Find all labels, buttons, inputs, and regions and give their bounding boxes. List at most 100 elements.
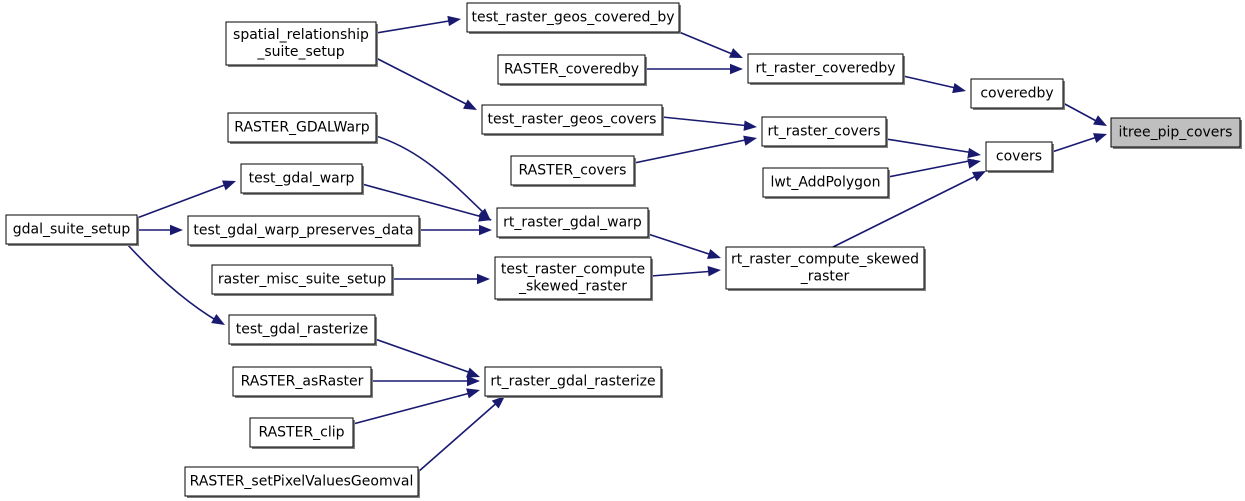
arrowhead [478,211,492,222]
arrowhead [730,63,743,75]
arrowhead [743,135,757,146]
node-box[interactable] [466,2,680,33]
call-edge [136,182,231,219]
edges-layer [126,19,1101,473]
graph-node-rt_raster_gdal_rasterize[interactable]: rt_raster_gdal_rasterize [484,366,663,398]
node-label: test_gdal_rasterize [236,322,368,338]
node-label: test_raster_geos_covered_by [471,10,674,26]
graph-node-test_gdal_warp_preserves_data[interactable]: test_gdal_warp_preserves_data [187,215,421,247]
graph-node-spatial_relationship_suite_setup[interactable]: spatial_relationship_suite_setup [225,21,378,67]
graph-node-RASTER_setPixelValuesGeomval[interactable]: RASTER_setPixelValuesGeomval [184,466,420,498]
node-box[interactable] [232,366,372,397]
node-box[interactable] [227,112,377,143]
node-label: _suite_setup [256,44,344,60]
graph-node-rt_raster_gdal_warp[interactable]: rt_raster_gdal_warp [496,207,650,239]
graph-node-test_gdal_warp[interactable]: test_gdal_warp [240,163,364,195]
arrowhead [967,147,981,159]
graph-node-test_raster_geos_covers[interactable]: test_raster_geos_covers [481,104,664,136]
node-box[interactable] [5,214,138,245]
node-label: lwt_AddPolygon [771,175,881,191]
graph-node-RASTER_covers[interactable]: RASTER_covers [510,155,636,187]
node-label: rt_raster_compute_skewed [731,252,919,268]
node-box[interactable] [187,215,420,246]
graph-node-itree_pip_covers[interactable]: itree_pip_covers [1110,117,1242,149]
node-label: coveredby [980,86,1053,102]
arrowhead [1093,133,1107,143]
node-label: test_gdal_warp_preserves_data [193,223,413,239]
node-box[interactable] [184,466,419,497]
graph-node-test_gdal_rasterize[interactable]: test_gdal_rasterize [228,314,377,346]
node-label: raster_misc_suite_setup [218,272,386,288]
call-edge [1062,102,1101,124]
node-label: _skewed_raster [518,279,627,295]
call-edge [650,270,716,277]
call-edge [633,138,751,164]
call-edge [375,19,456,34]
graph-node-test_raster_geos_covered_by[interactable]: test_raster_geos_covered_by [466,2,681,34]
node-label: RASTER_clip [258,425,344,441]
node-label: spatial_relationship [233,27,369,43]
node-box[interactable] [494,256,652,300]
node-label: rt_raster_gdal_warp [503,215,642,231]
call-edge [678,31,738,57]
node-box[interactable] [481,104,663,135]
call-edge [375,135,487,216]
call-edge [832,173,981,248]
node-label: RASTER_asRaster [241,374,364,390]
node-box[interactable] [496,207,649,238]
call-edge [417,399,501,473]
arrowhead [743,120,757,131]
graph-node-lwt_AddPolygon[interactable]: lwt_AddPolygon [762,167,890,199]
arrowhead [967,158,981,169]
graph-node-raster_misc_suite_setup[interactable]: raster_misc_suite_setup [211,264,394,296]
graph-node-RASTER_GDALWarp[interactable]: RASTER_GDALWarp [227,112,378,144]
graph-node-coveredby[interactable]: coveredby [970,78,1065,110]
arrowheads-layer [170,15,1107,409]
graph-node-RASTER_clip[interactable]: RASTER_clip [249,417,355,449]
arrowhead [477,273,490,285]
graph-node-rt_raster_compute_skewed_raster[interactable]: rt_raster_compute_skewed_raster [725,246,926,291]
node-label: covers [996,149,1042,165]
node-box[interactable] [228,314,376,345]
node-box[interactable] [725,246,925,290]
node-box[interactable] [249,417,354,448]
arrowhead [467,375,480,387]
graph-node-RASTER_asRaster[interactable]: RASTER_asRaster [232,366,373,398]
arrowhead [170,224,183,236]
node-box[interactable] [970,78,1064,109]
arrowhead [222,180,236,191]
node-label: test_raster_geos_covers [488,112,657,128]
node-box[interactable] [211,264,393,295]
graph-node-rt_raster_coveredby[interactable]: rt_raster_coveredby [747,53,905,85]
node-box[interactable] [484,366,662,397]
arrowhead [729,48,743,58]
nodes-layer: spatial_relationship_suite_setup test_ras… [5,2,1242,498]
graph-node-covers[interactable]: covers [985,141,1054,173]
call-edge [126,243,220,323]
node-label: RASTER_setPixelValuesGeomval [190,474,414,490]
node-box[interactable] [762,167,889,198]
node-box[interactable] [240,163,363,194]
node-box[interactable] [747,53,904,84]
node-label: test_gdal_warp [249,171,355,187]
node-box[interactable] [497,54,646,85]
node-box[interactable] [761,116,887,147]
node-box[interactable] [985,141,1053,172]
graph-node-test_raster_compute_skewed_raster[interactable]: test_raster_compute_skewed_raster [494,256,653,301]
node-box[interactable] [225,21,377,66]
node-box-highlighted[interactable] [1110,117,1241,148]
node-label: RASTER_GDALWarp [234,120,370,136]
call-edge [647,233,716,257]
call-edge [352,391,475,425]
node-label: test_raster_compute [501,262,645,278]
node-label: rt_raster_gdal_rasterize [490,374,655,390]
graph-node-gdal_suite_setup[interactable]: gdal_suite_setup [5,214,139,246]
arrowhead [491,396,505,409]
node-box[interactable] [510,155,635,186]
graph-node-rt_raster_covers[interactable]: rt_raster_covers [761,116,888,148]
graph-node-RASTER_coveredby[interactable]: RASTER_coveredby [497,54,647,86]
node-label: _raster [800,269,850,285]
call-edge [361,183,487,219]
